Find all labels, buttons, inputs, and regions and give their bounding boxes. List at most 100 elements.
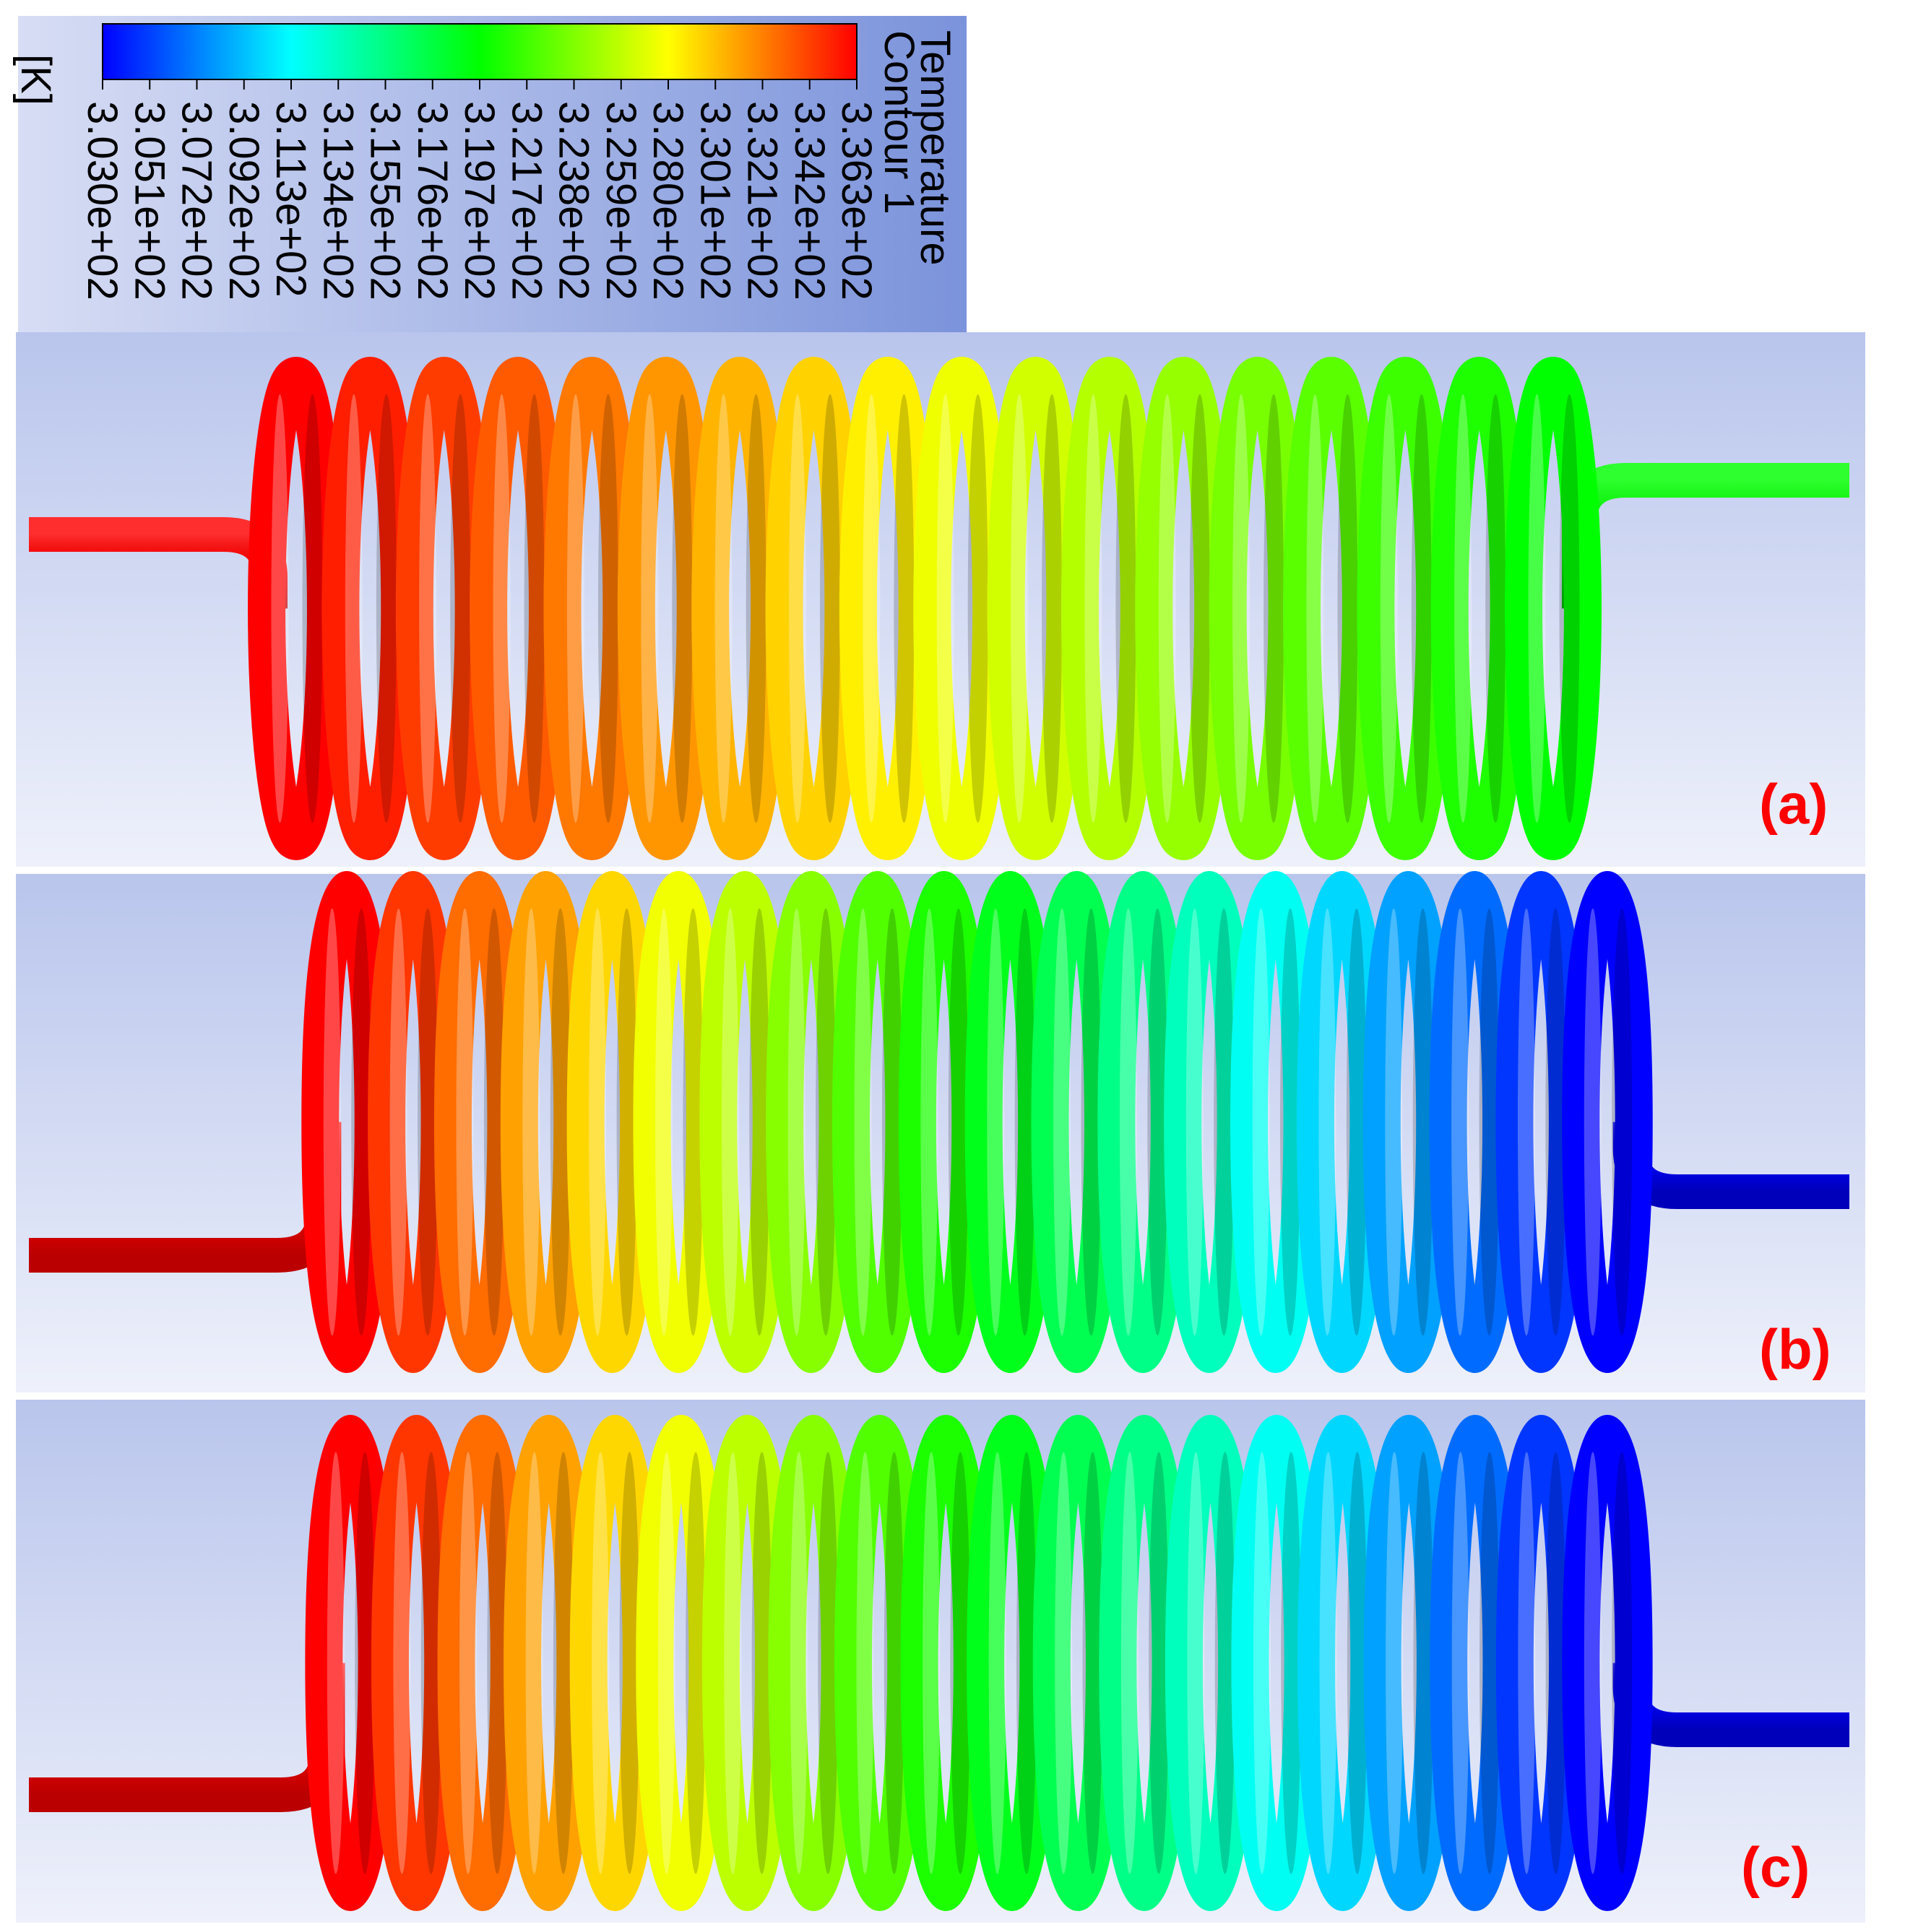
coil-panels: (a) (b) (c): [16, 332, 1865, 1923]
coil-turn-highlight: [1584, 908, 1602, 1336]
legend-title-line1: Temperature: [912, 30, 959, 266]
coil-turn-highlight: [657, 1452, 675, 1874]
coil-turn: [368, 871, 459, 1373]
legend-tick-label: 3.217e+02: [503, 101, 550, 300]
coil-turn-shadow: [881, 908, 902, 1336]
coil-turn-shadow: [1559, 394, 1580, 823]
coil-turn-shadow: [1346, 908, 1367, 1336]
coil-turn-shadow: [1347, 1452, 1368, 1874]
coil-turn-highlight: [936, 394, 954, 823]
coil-panel-a: (a): [16, 332, 1865, 867]
legend-title-line2: Contour 1: [876, 30, 923, 215]
coil-turn-highlight: [1011, 394, 1029, 823]
coil-turn-highlight: [987, 908, 1005, 1336]
coil-turn: [1495, 1415, 1587, 1911]
coil-turn-shadow: [816, 908, 837, 1336]
coil-turn-shadow: [1081, 908, 1102, 1336]
coil-turn-highlight: [1252, 908, 1270, 1336]
coil-turn-highlight: [1451, 1452, 1469, 1874]
coil-turn-highlight: [1158, 394, 1176, 823]
coil-turn-highlight: [419, 394, 437, 823]
coil-turn-shadow: [1479, 908, 1500, 1336]
coil-turn-shadow: [672, 394, 693, 823]
coil-turn-shadow: [1189, 394, 1210, 823]
coil-turn-shadow: [1214, 908, 1235, 1336]
coil-turn-highlight: [389, 908, 407, 1336]
coil-turn-highlight: [790, 1452, 808, 1874]
coil-turn-shadow: [1082, 1452, 1103, 1874]
coil-turn-highlight: [721, 908, 739, 1336]
coil-turn-highlight: [1232, 394, 1250, 823]
legend-tick-label: 3.301e+02: [691, 101, 738, 300]
legend-colorbar: [102, 23, 858, 80]
coil-turn-shadow: [553, 1452, 574, 1874]
coil-turn-shadow: [524, 394, 545, 823]
coil-turn-highlight: [856, 1452, 874, 1874]
coil-turn-shadow: [1545, 908, 1566, 1336]
coil-turn: [1562, 871, 1653, 1373]
coil-turn-highlight: [788, 394, 806, 823]
coil-turn-shadow: [302, 394, 323, 823]
legend-tick-label: 3.238e+02: [550, 101, 597, 300]
coil-turn-shadow: [746, 394, 766, 823]
coil-turn-shadow: [1016, 1452, 1037, 1874]
coil-turn-shadow: [686, 1452, 707, 1874]
coil-turn-highlight: [724, 1452, 742, 1874]
coil-turn-shadow: [967, 394, 988, 823]
coil-turn-highlight: [863, 394, 881, 823]
coil-panel-b: (b): [16, 871, 1865, 1392]
coil-turn-shadow: [483, 908, 504, 1336]
coil-turn-highlight: [1454, 394, 1472, 823]
coil-turn-shadow: [1014, 908, 1035, 1336]
coil-turn-shadow: [1042, 394, 1063, 823]
coil-turn-highlight: [787, 908, 805, 1336]
coil-turn-highlight: [566, 394, 584, 823]
coil-turn-highlight: [393, 1452, 411, 1874]
coil-turn-highlight: [271, 394, 289, 823]
coil-turn-shadow: [487, 1452, 508, 1874]
coil-turn-highlight: [1528, 394, 1546, 823]
coil-turn-shadow: [1147, 908, 1168, 1336]
legend-tick-label: 3.113e+02: [267, 101, 314, 297]
coil-turn-shadow: [1115, 394, 1136, 823]
coil-turn-shadow: [948, 908, 969, 1336]
legend-tick-label: 3.280e+02: [644, 101, 691, 300]
coil-turn-shadow: [1479, 1452, 1500, 1874]
coil-turn-shadow: [376, 394, 397, 823]
coil-turn-highlight: [493, 394, 511, 823]
legend-tick-label: 3.030e+02: [79, 101, 126, 300]
coil-turn-highlight: [1584, 1452, 1602, 1874]
coil-turn-highlight: [522, 908, 540, 1336]
coil-turn-highlight: [854, 908, 872, 1336]
legend-tick-label: 3.259e+02: [597, 101, 644, 300]
coil-turn-highlight: [323, 908, 341, 1336]
coil-panel-c: (c): [16, 1400, 1865, 1923]
legend-tick-label: 3.342e+02: [786, 101, 833, 300]
coil-turn-highlight: [459, 1452, 478, 1874]
panel-label: (b): [1759, 1317, 1831, 1381]
coil-turn-highlight: [1084, 394, 1102, 823]
coil-turn-highlight: [1120, 1452, 1139, 1874]
coil-turn-highlight: [589, 908, 607, 1336]
coil-turn-shadow: [1214, 1452, 1235, 1874]
coil-turn-highlight: [1380, 394, 1398, 823]
legend-tick-label: 3.072e+02: [173, 101, 220, 300]
panel-label: (a): [1759, 772, 1828, 836]
coil-turn: [1363, 1415, 1454, 1911]
coil-turn-highlight: [1253, 1452, 1271, 1874]
coil-turn-highlight: [655, 908, 673, 1336]
coil-turn-highlight: [923, 1452, 941, 1874]
coil-turn-highlight: [345, 394, 363, 823]
coil-turn-shadow: [450, 394, 471, 823]
coil-turn-shadow: [884, 1452, 904, 1874]
coil-turn-highlight: [1518, 1452, 1536, 1874]
coil-turn-shadow: [597, 394, 618, 823]
coil-turn-shadow: [1279, 908, 1300, 1336]
coil-turn-shadow: [749, 908, 770, 1336]
coil-turn-tube: [1505, 357, 1602, 860]
coil-turn-shadow: [818, 1452, 839, 1874]
coil-turn-highlight: [1187, 1452, 1205, 1874]
